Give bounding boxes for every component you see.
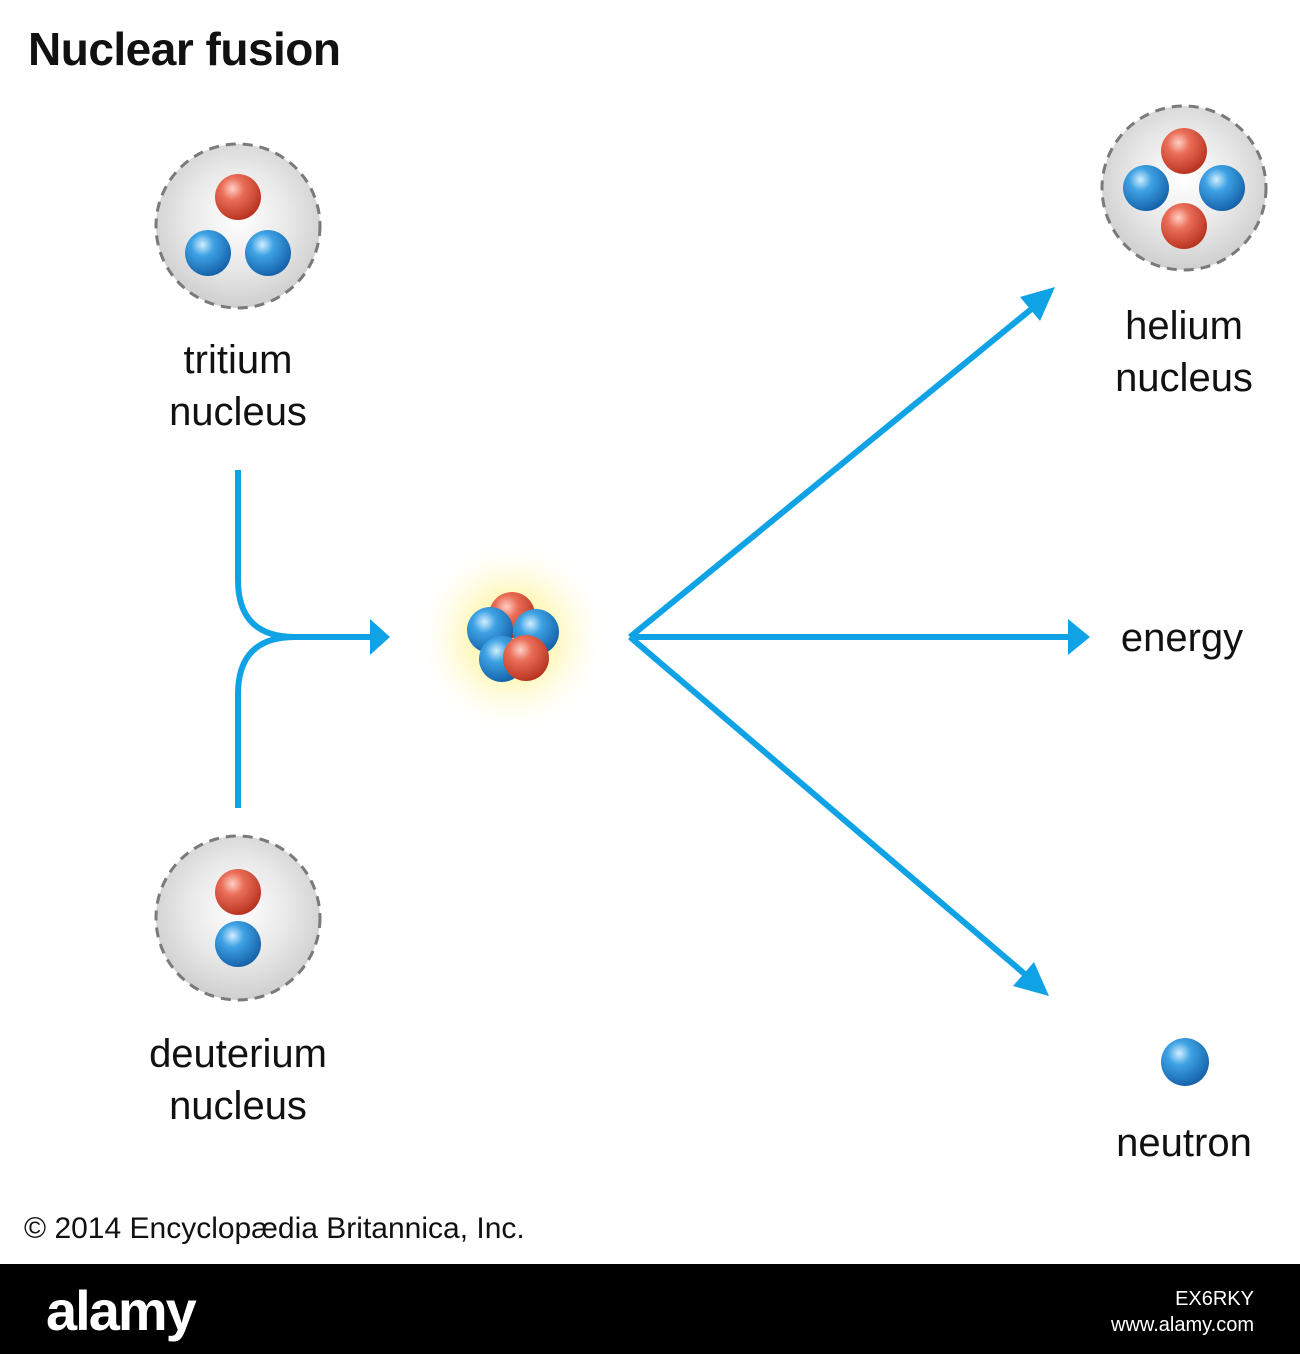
- fusion-reaction: [412, 537, 612, 737]
- energy-label: energy: [1120, 616, 1244, 660]
- helium-nucleus: [1100, 104, 1268, 272]
- helium-label: helium nucleus: [1115, 304, 1253, 400]
- free-neutron: [1161, 1038, 1209, 1086]
- helium-arrow: [628, 287, 1055, 640]
- proton: [1161, 128, 1207, 174]
- image-id: EX6RKY: [1175, 1288, 1254, 1310]
- tritium-nucleus: [154, 142, 322, 310]
- merge-arrow: [235, 470, 390, 808]
- proton: [503, 635, 549, 681]
- deuterium-label: deuterium nucleus: [149, 1032, 327, 1128]
- energy-arrow: [630, 619, 1090, 655]
- site-url: www.alamy.com: [1111, 1314, 1254, 1336]
- proton: [215, 869, 261, 915]
- nucleus-shell: [1100, 104, 1268, 272]
- diagram-title: Nuclear fusion: [28, 23, 341, 75]
- deuterium-nucleus: [154, 834, 322, 1002]
- neutron-label: neutron: [1116, 1121, 1252, 1165]
- nucleus-shell: [154, 142, 322, 310]
- proton: [1161, 203, 1207, 249]
- neutron: [185, 230, 231, 276]
- tritium-label: tritium nucleus: [169, 338, 307, 434]
- proton: [215, 174, 261, 220]
- fusion-diagram: [154, 104, 1268, 1086]
- neutron: [1123, 165, 1169, 211]
- neutron: [245, 230, 291, 276]
- alamy-logo: alamy: [46, 1279, 197, 1342]
- watermark-bar: alamy EX6RKY www.alamy.com: [0, 1264, 1300, 1354]
- neutron: [1199, 165, 1245, 211]
- neutron-arrow: [628, 634, 1049, 996]
- copyright-notice: © 2014 Encyclopædia Britannica, Inc.: [24, 1212, 525, 1245]
- neutron: [215, 921, 261, 967]
- nucleus-shell: [154, 834, 322, 1002]
